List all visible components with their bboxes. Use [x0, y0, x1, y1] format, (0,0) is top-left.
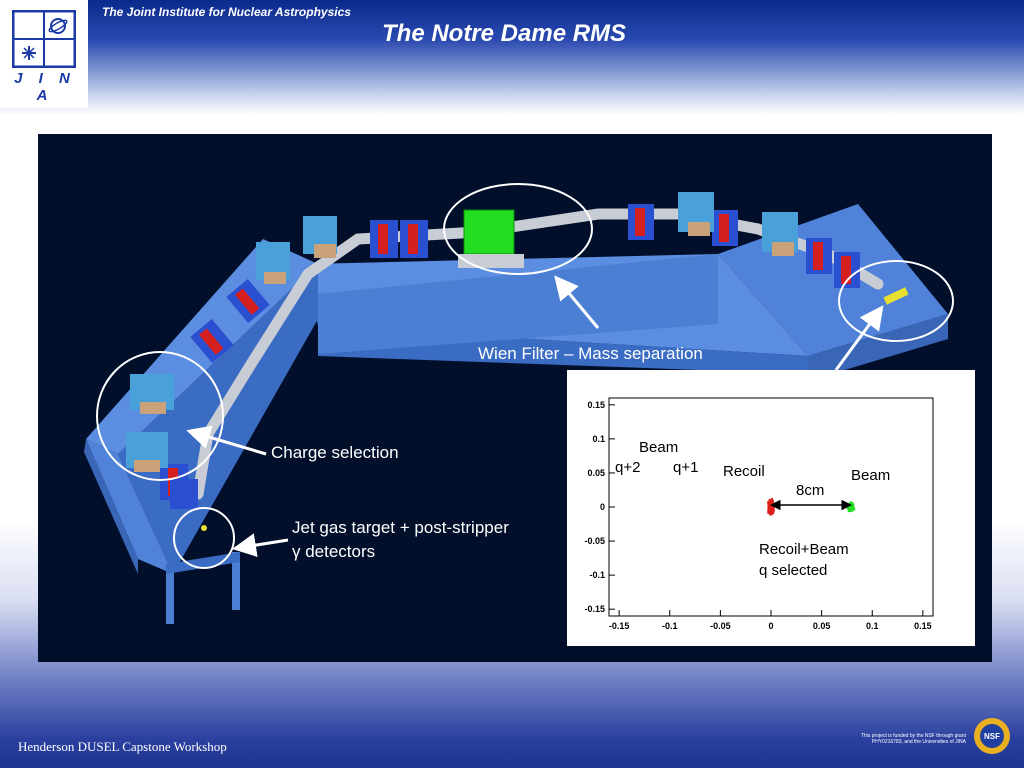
institute-name: The Joint Institute for Nuclear Astrophy…: [102, 5, 351, 19]
data-point: [770, 503, 773, 506]
data-point: [770, 506, 773, 509]
funding-line2: PHY0216783, and the Universities of JINA: [871, 739, 966, 745]
data-point: [771, 498, 774, 501]
target-arrow: [232, 533, 289, 558]
charge-arrow: [186, 425, 267, 456]
data-point: [772, 511, 775, 514]
data-point: [851, 504, 854, 507]
data-point: [768, 511, 771, 514]
x-tick-label: -0.15: [609, 621, 630, 631]
data-point: [768, 500, 771, 503]
data-point: [850, 503, 853, 506]
stripper-detector: [883, 287, 909, 305]
data-point: [853, 508, 856, 511]
y-tick-label: 0.15: [587, 400, 605, 410]
scatter-plot: -0.15 -0.1 -0.05 0 0.05 0.1 0.15 0.15 0.1 0.05 0 -0…: [584, 397, 934, 631]
y-tick-label: 0: [600, 502, 605, 512]
focal-plane-plot: -0.15 -0.1 -0.05 0 0.05 0.1 0.15 0.15 0.1 0.05 0 -0…: [567, 370, 975, 646]
wien-arrow: [554, 275, 600, 329]
funding-note: This project is funded by the NSF throug…: [790, 733, 966, 745]
jina-logo: J I N A: [0, 0, 88, 108]
x-tick-label: 0.05: [813, 621, 831, 631]
data-point: [768, 509, 771, 512]
page-title: The Notre Dame RMS: [382, 20, 627, 47]
x-tick-label: -0.1: [662, 621, 678, 631]
wien-filter-highlight: [443, 183, 593, 275]
x-tick-label: 0.1: [866, 621, 879, 631]
beamline-illustration: [84, 183, 954, 624]
data-point: [767, 502, 770, 505]
logo-text: J I N A: [14, 70, 76, 104]
annotation-q1: q+1: [673, 459, 698, 476]
wien-filter: [463, 209, 515, 255]
nsf-logo-text: NSF: [984, 732, 1000, 741]
annotation-q-selected: q selected: [759, 562, 827, 579]
data-point: [772, 510, 775, 513]
annotation-beam-top: Beam: [639, 439, 678, 456]
jet-target-callout-line2: γ detectors: [292, 542, 376, 561]
data-point: [852, 507, 855, 510]
dipole-magnets: [126, 192, 798, 472]
data-point: [767, 506, 770, 509]
jet-gas-target: [201, 525, 207, 531]
x-tick-label: -0.05: [710, 621, 731, 631]
y-tick-label: 0.1: [592, 434, 605, 444]
workshop-name: Henderson DUSEL Capstone Workshop: [18, 739, 227, 754]
data-point: [767, 508, 770, 511]
data-point: [769, 510, 772, 513]
y-tick-label: 0.05: [587, 468, 605, 478]
data-point: [850, 509, 853, 512]
rms-figure: Wien Filter – Mass separation Charge sel…: [38, 134, 992, 662]
data-point: [849, 510, 852, 513]
detector-highlight: [838, 260, 954, 342]
data-point: [771, 509, 774, 512]
data-point: [851, 505, 854, 508]
y-tick-label: -0.1: [589, 570, 605, 580]
detector-arrow: [834, 305, 884, 371]
x-tick-label: 0.15: [914, 621, 932, 631]
charge-selection-highlight: [96, 351, 224, 481]
annotation-beam-right: Beam: [851, 467, 890, 484]
data-point: [768, 505, 771, 508]
jet-target-callout-line1: Jet gas target + post-stripper: [292, 518, 509, 537]
annotation-recoil-beam: Recoil+Beam: [759, 541, 849, 558]
data-point: [847, 506, 850, 509]
data-point: [767, 505, 770, 508]
data-point: [847, 510, 850, 513]
data-point: [768, 501, 771, 504]
funding-line1: This project is funded by the NSF throug…: [860, 733, 966, 739]
annotation-q2: q+2: [615, 459, 640, 476]
y-tick-label: -0.15: [584, 604, 605, 614]
wien-filter-callout: Wien Filter – Mass separation: [478, 344, 703, 363]
jina-logo-icon: [12, 10, 76, 68]
data-point: [768, 507, 771, 510]
charge-selection-callout: Charge selection: [271, 443, 399, 462]
x-tick-label: 0: [768, 621, 773, 631]
annotation-distance: 8cm: [796, 482, 824, 499]
y-tick-label: -0.05: [584, 536, 605, 546]
nsf-logo-icon: NSF: [974, 718, 1010, 754]
annotation-recoil: Recoil: [723, 463, 765, 480]
data-point: [771, 501, 774, 504]
quadrupole-magnets: [160, 204, 860, 509]
data-point: [852, 505, 855, 508]
